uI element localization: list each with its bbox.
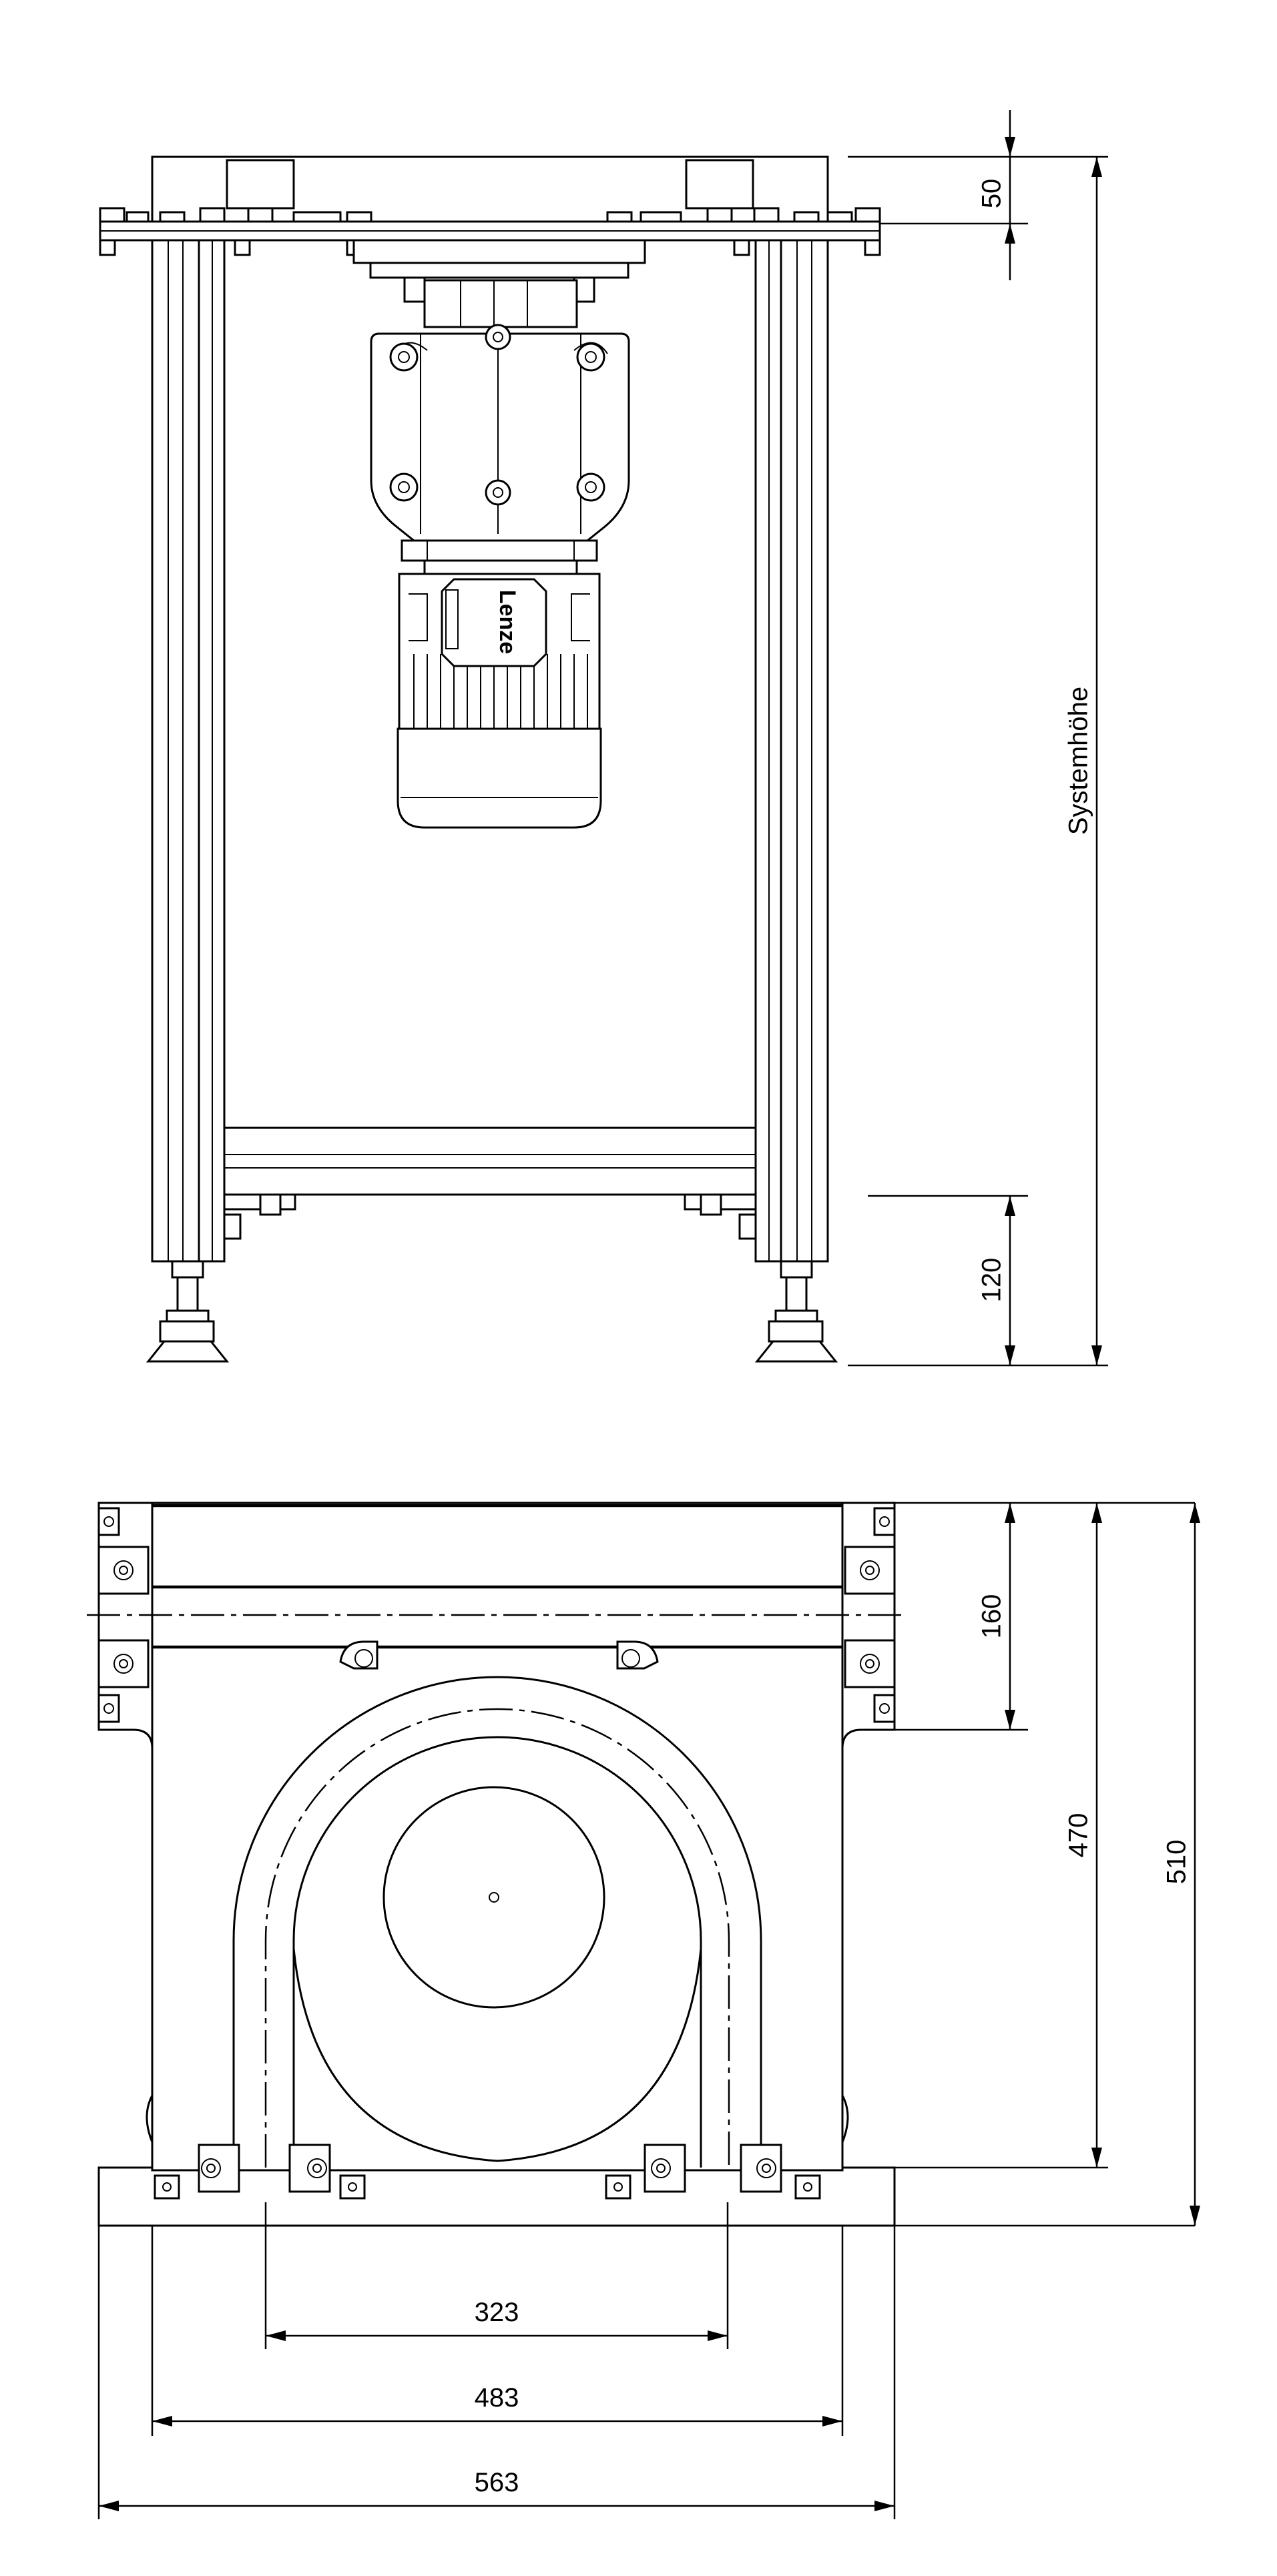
dim-483-label: 483 [475,2383,519,2412]
side-dimensions [848,110,1108,1367]
dim-563-label: 563 [475,2468,519,2497]
outer-frame [97,1502,896,2227]
bottom-cross-beam [223,1126,757,1240]
plate-clamps [99,207,881,256]
leveling-foot-left [146,1260,230,1363]
terminal-box [441,578,547,667]
corner-blocks [97,1507,896,1723]
dim-323-label: 323 [475,2298,519,2327]
top-dimensions [97,1502,1200,2519]
top-view: 160 470 510 323 483 563 [87,1502,1200,2519]
curve-inner-arc [292,1736,702,2168]
dim-510-label: 510 [1162,1840,1192,1885]
motor-mount-plate [352,239,646,264]
curve-track-inner [292,1948,702,2162]
dim-foot-height-label: 120 [977,1258,1007,1303]
left-guide-block [226,159,295,210]
curve-outer-arc [232,1676,762,2168]
side-view: Lenze 50 120 Systemhöhe [99,110,1108,1367]
gear-motor [352,239,646,829]
leveling-foot-right [754,1260,838,1363]
drive-wheel [382,1786,605,2009]
bottom-blocks [154,2144,821,2200]
right-guide-block [685,159,754,210]
system-height-label: Systemhöhe [1064,687,1093,835]
fan-cover [397,727,602,829]
motor-brand-logo: Lenze [495,590,520,654]
dim-470-label: 470 [1064,1813,1093,1858]
wheel-center [489,1892,499,1903]
dim-160-label: 160 [977,1594,1007,1639]
dim-top-plate-label: 50 [977,179,1007,209]
